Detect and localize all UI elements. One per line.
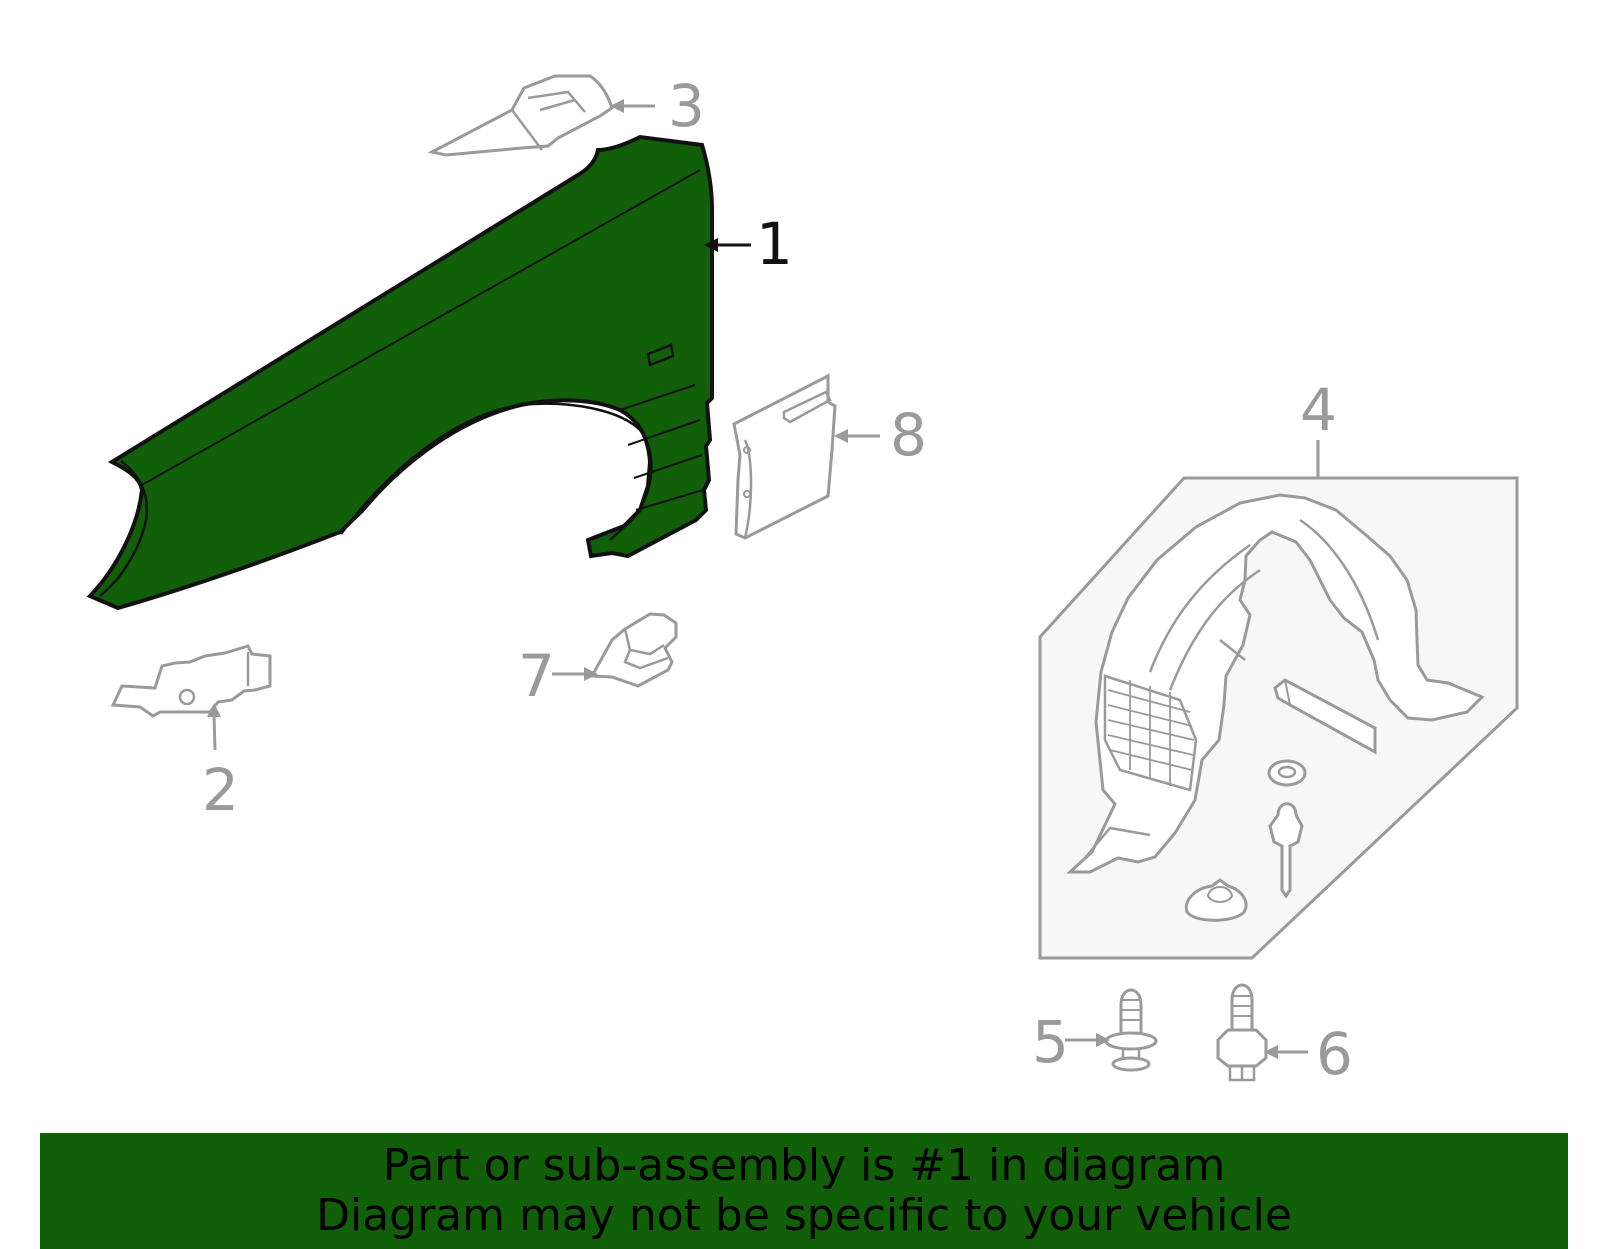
callout-7-number: 7 [518,642,555,710]
callout-5-number: 5 [1032,1008,1069,1076]
banner-line-2: Diagram may not be specific to your vehi… [316,1190,1292,1241]
fender-rear-flange [619,384,704,511]
callout-1-number: 1 [756,210,793,278]
part-1-fender[interactable] [86,134,714,611]
part-6-bolt[interactable] [1216,983,1268,1082]
leader-4: 4 [1300,376,1337,478]
leader-2: 2 [202,703,239,824]
liner-grommet [1184,878,1248,922]
leader-5: 5 [1032,1008,1110,1076]
callout-4-number: 4 [1300,376,1337,444]
info-banner: Part or sub-assembly is #1 in diagram Di… [40,1133,1568,1249]
leader-3: 3 [610,72,705,140]
leader-1: 1 [704,210,793,278]
wheel-arch-flange [339,402,653,541]
callout-2-number: 2 [202,756,239,824]
banner-line-1: Part or sub-assembly is #1 in diagram [382,1140,1226,1191]
leader-8: 8 [834,401,927,469]
liner-rivet [1268,802,1304,899]
liner-strip [1273,678,1377,755]
part-5-push-clip[interactable] [1104,988,1158,1072]
callout-8-number: 8 [890,401,927,469]
fender-body [86,134,714,611]
leader-7: 7 [518,642,598,710]
fender-marker-slot [646,343,675,367]
liner-washer [1267,759,1307,787]
part-7-support-bracket[interactable] [589,612,678,688]
part-4-liner-kit[interactable] [1038,476,1519,960]
fender-crease [139,169,701,487]
part-8-splash-shield[interactable] [732,373,837,540]
fender-front-edge [99,459,149,597]
part-3-upper-bracket[interactable] [427,74,614,157]
part-2-bracket[interactable] [110,644,272,718]
callout-6-number: 6 [1316,1020,1353,1088]
liner-shape [1066,493,1485,874]
callout-3-number: 3 [668,72,705,140]
leader-6: 6 [1264,1020,1353,1088]
